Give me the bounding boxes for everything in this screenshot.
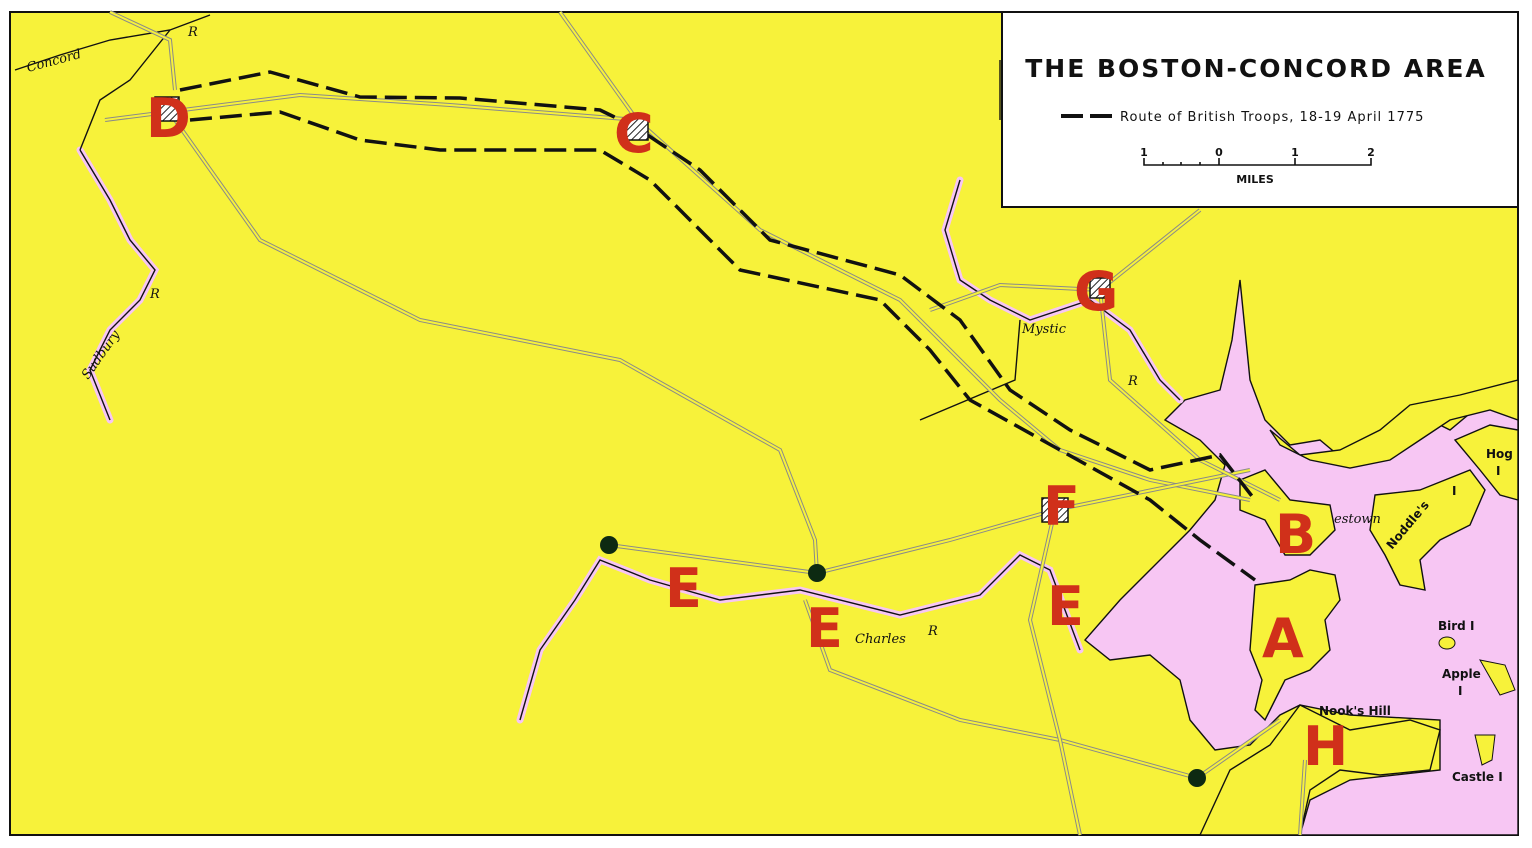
town-concord[interactable] [154,96,180,122]
label-castle-island: Castle I [1452,770,1503,784]
label-noddles-i: I [1452,484,1456,498]
bird-island [1438,636,1456,650]
label-apple-i: I [1458,684,1462,698]
svg-text:1: 1 [1291,146,1299,159]
marker-h[interactable]: H [1303,715,1348,778]
label-concord-r: R [187,25,198,40]
rivers [14,14,1184,724]
site-dot[interactable] [1188,769,1206,787]
castle-island [1474,734,1496,766]
apple-island [1479,659,1516,696]
map-title: THE BOSTON-CONCORD AREA [1025,54,1487,83]
scale-bar: 1 0 1 2 MILES [1140,146,1375,186]
label-hog-i: I [1496,464,1500,478]
site-dot[interactable] [808,564,826,582]
marker-f[interactable]: F [1043,475,1080,538]
town-medford[interactable] [1089,277,1111,299]
scale-unit: MILES [1236,173,1274,186]
boston-peninsula [1249,569,1341,722]
legend-box: THE BOSTON-CONCORD AREA Route of British… [1001,11,1519,208]
town-cambridge[interactable] [1041,497,1069,523]
label-charlestown: estown [1334,512,1381,527]
label-bird-island: Bird I [1438,619,1474,633]
roads [104,10,1307,836]
label-mystic-r: R [1127,374,1138,389]
marker-e-3[interactable]: E [1047,575,1084,638]
north-shore-land [1269,379,1519,469]
label-apple-island: Apple [1442,667,1481,681]
route-legend-label: Route of British Troops, 18-19 April 177… [1120,110,1424,125]
svg-text:1: 1 [1140,146,1148,159]
boston-harbor-water [1083,279,1519,836]
label-charles-river: Charles [855,632,906,647]
town-lexington[interactable] [625,117,649,141]
marker-a[interactable]: A [1262,607,1304,670]
label-mystic-river: Mystic [1021,322,1067,337]
svg-text:2: 2 [1367,146,1375,159]
label-charles-r: R [927,624,938,639]
svg-text:0: 0 [1215,146,1223,159]
label-sudbury-r: R [149,287,160,302]
marker-e-1[interactable]: E [665,557,702,620]
noddles-island [1369,469,1486,591]
marker-e-2[interactable]: E [806,597,843,660]
hog-island [1453,424,1519,501]
british-route[interactable] [179,70,1257,582]
marker-b[interactable]: B [1275,503,1316,566]
dorchester-neck [1198,704,1441,836]
label-hog-island: Hog [1486,447,1513,461]
site-dot[interactable] [600,536,618,554]
marker-c[interactable]: C [614,102,654,165]
marker-d[interactable]: D [146,87,191,150]
marker-g[interactable]: G [1074,260,1118,323]
label-nooks-hill: Nook's Hill [1319,704,1391,718]
